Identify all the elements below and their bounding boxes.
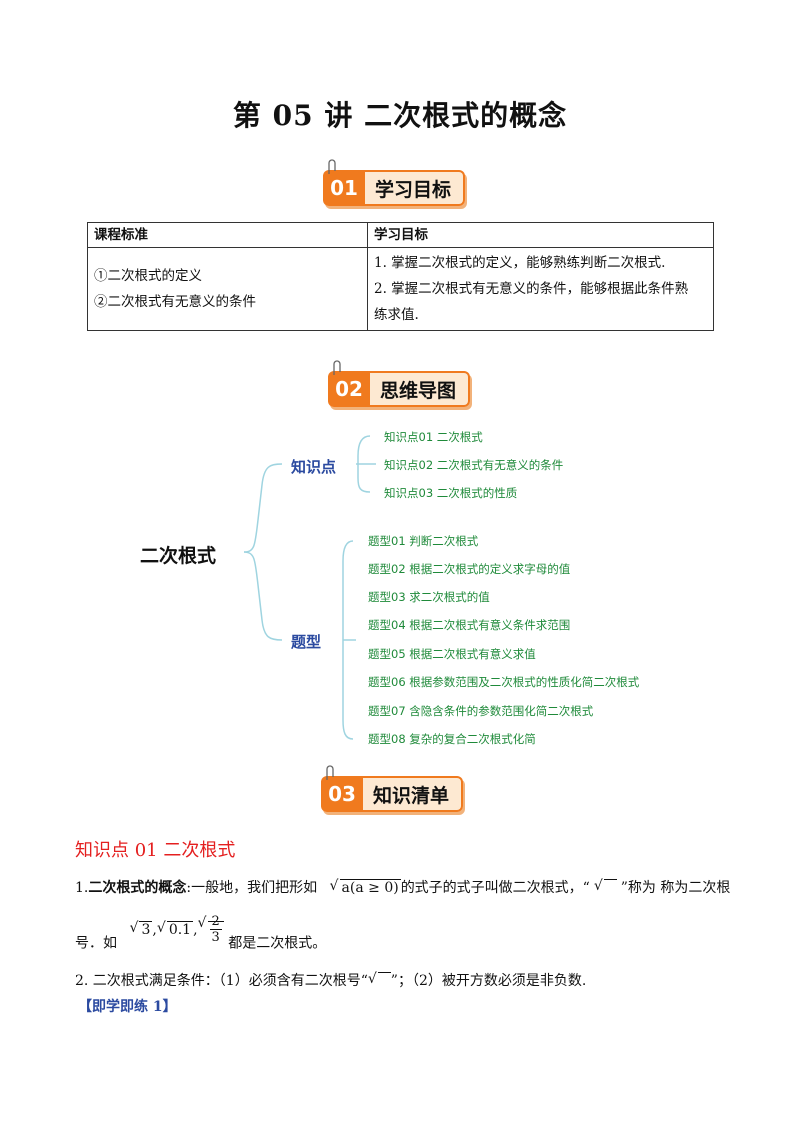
mindmap-category-types: 题型 [291,633,322,651]
mindmap-type-item: 题型08 复杂的复合二次根式化简 [368,732,536,746]
mindmap-type-item: 题型04 根据二次根式有意义条件求范围 [368,618,571,632]
mindmap-type-item: 题型06 根据参数范围及二次根式的性质化简二次根式 [368,675,640,689]
section-badge-mindmap: 02 思维导图 [328,360,471,409]
section-badge-goals: 01 学习目标 [323,159,466,208]
mindmap-knowledge-item: 知识点01 二次根式 [384,430,483,444]
sqrt-symbol [368,968,391,992]
section-number: 03 [321,776,363,812]
definition-paragraph: 1.二次根式的概念:一般地，我们把形如 a(a ≥ 0)的式子的式子叫做二次根式… [75,875,730,899]
mindmap-type-item: 题型05 根据二次根式有意义求值 [368,647,536,661]
sqrt-example: 0.1 [157,917,194,941]
standards-cell: ①二次根式的定义 ②二次根式有无意义的条件 [87,247,368,331]
list-item: ①二次根式的定义 [94,268,202,284]
sqrt-example: 3 [129,917,153,941]
mindmap-type-item: 题型03 求二次根式的值 [368,590,490,604]
list-item: ②二次根式有无意义的条件 [94,294,256,310]
section-number: 01 [323,170,365,206]
paperclip-icon [333,360,341,375]
mindmap-root: 二次根式 [140,545,217,567]
section-label: 学习目标 [365,170,466,206]
mindmap-category-knowledge: 知识点 [291,458,337,476]
table-header: 学习目标 [367,222,714,248]
objectives-cell: 1. 掌握二次根式的定义，能够熟练判断二次根式. 2. 掌握二次根式有无意义的条… [367,247,714,331]
knowledge-heading: 知识点 01 二次根式 [75,840,236,861]
sqrt-example: 23 [198,912,224,945]
sqrt-symbol [594,875,617,899]
mindmap-knowledge-item: 知识点03 二次根式的性质 [384,486,518,500]
mindmap-knowledge-item: 知识点02 二次根式有无意义的条件 [384,458,564,472]
term-bold: 二次根式的概念 [88,880,187,896]
mindmap-type-item: 题型02 根据二次根式的定义求字母的值 [368,562,571,576]
mindmap-type-item: 题型01 判断二次根式 [368,534,479,548]
list-item: 2. 掌握二次根式有无意义的条件，能够根据此条件熟 [374,281,689,297]
page-title: 第 05 讲 二次根式的概念 [232,99,568,132]
goals-table: 课程标准 学习目标 ①二次根式的定义 ②二次根式有无意义的条件 1. 掌握二次根… [87,222,714,331]
section-badge-knowledge: 03 知识清单 [321,765,464,814]
examples-paragraph: 号．如 3,0.1,23 都是二次根式。 [75,912,326,959]
section-number: 02 [328,371,370,407]
paperclip-icon [328,159,336,174]
list-item: 练求值. [374,307,419,323]
mindmap-type-item: 题型07 含隐含条件的参数范围化简二次根式 [368,704,594,718]
practice-label: 【即学即练 1】 [78,999,177,1015]
list-item: 1. 掌握二次根式的定义，能够熟练判断二次根式. [374,255,666,271]
conditions-paragraph: 2. 二次根式满足条件：（1）必须含有二次根号“ ”；（2）被开方数必须是非负数… [75,968,586,992]
paperclip-icon [326,765,334,780]
section-label: 知识清单 [363,776,464,812]
sqrt-expression: a(a ≥ 0) [330,875,401,899]
section-label: 思维导图 [370,371,471,407]
